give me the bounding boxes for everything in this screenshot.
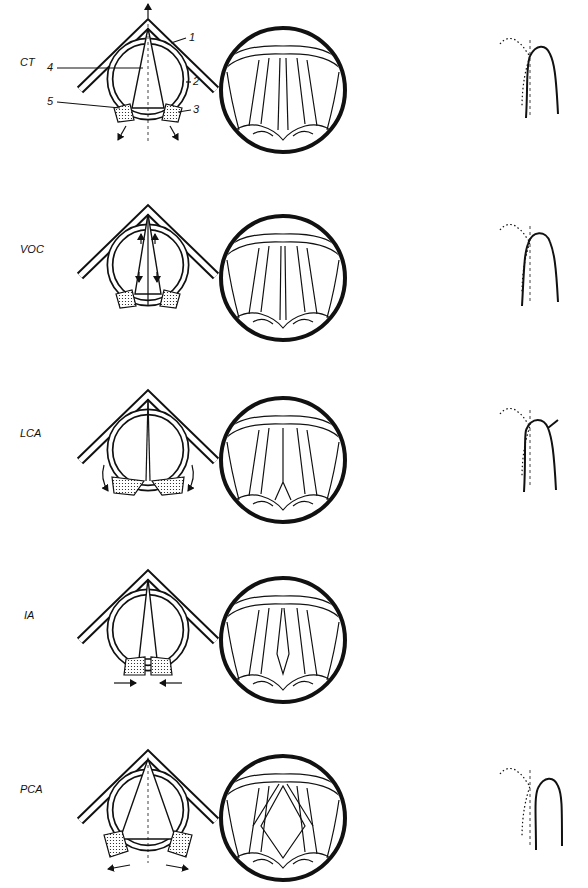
leader-lines bbox=[57, 38, 191, 112]
glottis-view bbox=[221, 756, 345, 880]
glottis-view bbox=[221, 398, 345, 522]
pca-schematic bbox=[80, 755, 216, 869]
voc-schematic bbox=[80, 210, 216, 308]
muscle-label: IA bbox=[24, 609, 34, 622]
callout-number: 2 bbox=[193, 75, 199, 88]
callout-number: 3 bbox=[193, 103, 199, 116]
fold-profile bbox=[500, 409, 558, 493]
fold-profile bbox=[500, 225, 558, 307]
callout-number: 4 bbox=[47, 61, 53, 74]
muscle-label: LCA bbox=[20, 427, 41, 440]
fold-profile bbox=[500, 39, 558, 119]
glottis-view bbox=[221, 216, 345, 340]
muscle-label: VOC bbox=[20, 243, 44, 256]
glottis-view bbox=[221, 578, 345, 702]
glottis-view bbox=[221, 28, 345, 152]
callout-number: 1 bbox=[189, 31, 195, 44]
callout-number: 5 bbox=[47, 95, 53, 108]
lca-schematic bbox=[80, 395, 216, 495]
ia-schematic bbox=[80, 575, 216, 683]
muscle-label: CT bbox=[20, 56, 35, 69]
muscle-label: PCA bbox=[20, 783, 43, 796]
fold-profile bbox=[500, 769, 562, 851]
ct-schematic bbox=[80, 4, 216, 142]
